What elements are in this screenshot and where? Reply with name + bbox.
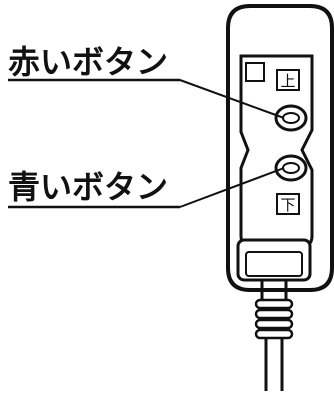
cable <box>264 338 284 391</box>
up-button-inner <box>282 112 300 124</box>
up-label-box <box>276 69 300 91</box>
blue-button-label: 青いボタン <box>8 168 169 206</box>
square-indicator-icon <box>245 62 265 82</box>
red-label-leader <box>179 79 285 119</box>
down-label-box <box>276 193 300 215</box>
blue-label-leader <box>179 167 285 208</box>
up-label-text: 上 <box>280 72 295 90</box>
red-button-label: 赤いボタン <box>8 43 169 81</box>
cable-neck <box>260 280 288 300</box>
cable-rings <box>254 298 294 340</box>
down-button-inner <box>282 162 300 174</box>
down-label-text: 下 <box>280 196 295 214</box>
strain-relief-inner <box>245 251 303 277</box>
